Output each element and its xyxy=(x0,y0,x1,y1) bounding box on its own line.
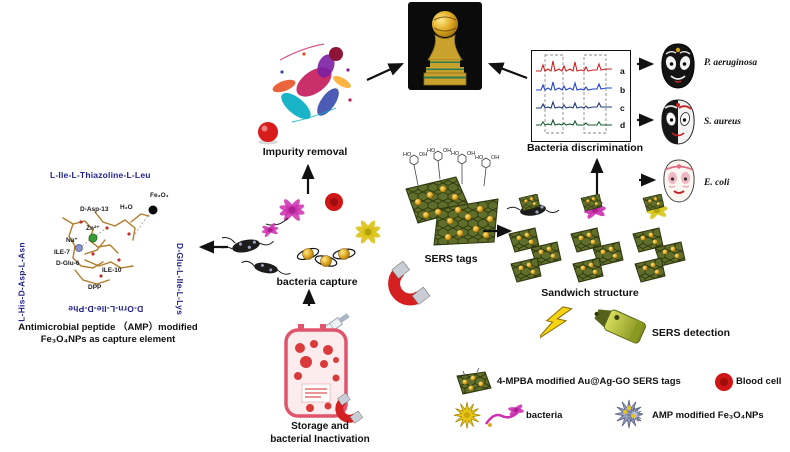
arrow-spectra-to-trophy xyxy=(487,62,528,80)
legend-bacteria-yellow-icon xyxy=(453,401,481,429)
arrow-player-to-trophy xyxy=(366,62,405,82)
impurity-removal-label: Impurity removal xyxy=(262,146,348,158)
gold-np-ring-icon-2 xyxy=(314,255,338,267)
anno-fe3o4: Fe₃O₄ xyxy=(150,192,169,199)
anno-h2o: H₂O xyxy=(120,204,133,211)
anno-dpp: DPP xyxy=(88,284,102,291)
black-bacterium-icon-2 xyxy=(241,260,291,275)
oh-label: OH xyxy=(491,155,499,161)
ho-label: HO xyxy=(403,152,412,158)
laser-device-icon xyxy=(594,309,646,344)
fe3o4-dot xyxy=(148,205,158,215)
anno-ile7: ILE-7 xyxy=(54,249,70,256)
sers-spectra-chart: a b c d xyxy=(536,54,625,134)
sers-spectra-panel: a b c d xyxy=(531,50,631,142)
sodium-ion-dot xyxy=(75,244,83,252)
ho-label: HO xyxy=(451,151,460,157)
legend-amp-np-icon xyxy=(614,399,644,429)
boronic-group-2: HO OH xyxy=(427,148,451,180)
amp-bacterium-magenta-small-icon xyxy=(261,222,279,238)
storage-label-line2: bacterial Inactivation xyxy=(270,434,370,445)
oh-label: OH xyxy=(443,148,451,154)
legend-sers-tag-label: 4-MPBA modified Au@Ag-GO SERS tags xyxy=(497,376,681,387)
anno-na: Na⁺ xyxy=(66,237,78,244)
mask-e-coli-icon xyxy=(663,159,695,203)
sandwich-col-1 xyxy=(506,194,562,283)
legend-sers-tag-icon xyxy=(456,368,492,395)
sandwich-structure-label: Sandwich structure xyxy=(541,287,639,299)
curve-label-d: d xyxy=(620,120,625,130)
legend-bacteria-magenta-icon xyxy=(484,404,524,427)
magnet-small-icon xyxy=(335,392,364,424)
peptide-ring-top: L-Ile-L-Thiazoline-L-Leu xyxy=(50,170,151,180)
legend-bacteria-label: bacteria xyxy=(526,410,563,421)
ho-label: HO xyxy=(475,155,484,161)
s-aureus-label: S. aureus xyxy=(704,117,741,127)
anno-d-glu6: D-Glu-6 xyxy=(56,260,80,267)
bacteria-capture-label: bacteria capture xyxy=(276,276,358,288)
amp-caption: Antimicrobial peptide （AMP）modified Fe₃O… xyxy=(6,322,210,347)
legend-blood-cell-label: Blood cell xyxy=(736,376,782,387)
sandwich-structure-art xyxy=(506,194,686,283)
soccer-player-art xyxy=(258,43,352,145)
amp-caption-line1: Antimicrobial peptide （AMP）modified xyxy=(18,322,198,333)
curve-label-c: c xyxy=(620,103,625,113)
legend-blood-cell-icon xyxy=(715,373,733,391)
amp-structure-panel: L-Ile-L-Thiazoline-L-Leu L-His-D-Asp-L-A… xyxy=(10,168,210,322)
sers-tags-art: HO OH HO OH HO OH HO OH xyxy=(403,148,499,246)
black-bacterium-icon xyxy=(222,237,274,253)
boronic-group-1: HO OH xyxy=(403,152,427,186)
e-coli-label: E. coli xyxy=(704,178,730,188)
oh-label: OH xyxy=(467,151,475,157)
world-cup-trophy xyxy=(408,2,482,90)
gold-np-ring-icon xyxy=(296,247,320,261)
mask-s-aureus-icon xyxy=(661,99,695,145)
sers-detection-label: SERS detection xyxy=(651,327,731,339)
molecule-structure-art xyxy=(62,205,158,285)
blood-bag-art xyxy=(284,313,350,418)
sandwich-col-3 xyxy=(632,194,686,283)
sandwich-col-2 xyxy=(570,194,624,283)
magnet-icon xyxy=(388,260,431,306)
anno-zn: Zn²⁺ xyxy=(86,225,100,232)
peptide-ring-left: L-His-D-Asp-L-Asn xyxy=(16,242,27,322)
bacteria-capture-art xyxy=(222,193,381,275)
p-aeruginosa-label: P. aeruginosa xyxy=(704,58,758,68)
anno-d-asp-13: D-Asp-13 xyxy=(80,206,109,213)
storage-label: Storage and bacterial Inactivation xyxy=(262,420,378,446)
bacteria-discrimination-label: Bacteria discrimination xyxy=(526,142,644,154)
boronic-group-3: HO OH xyxy=(451,151,475,184)
curve-label-a: a xyxy=(620,66,625,76)
lightning-icon xyxy=(540,306,573,341)
mask-p-aeruginosa-icon xyxy=(661,43,695,89)
sers-tags-label: SERS tags xyxy=(424,253,478,265)
amp-caption-line2: Fe₃O₄NPs as capture element xyxy=(40,334,176,346)
gold-np-ring-icon-3 xyxy=(332,248,356,260)
zinc-ion-dot xyxy=(88,233,98,243)
legend-amp-np-label: AMP modified Fe₃O₄NPs xyxy=(652,410,764,421)
curve-label-b: b xyxy=(620,85,625,95)
anno-ile10: ILE-10 xyxy=(102,267,122,274)
ho-label: HO xyxy=(427,148,436,154)
amp-bacterium-magenta-icon xyxy=(265,199,305,226)
storage-label-line1: Storage and xyxy=(291,421,349,432)
amp-bacterium-yellow-icon xyxy=(355,220,381,244)
boronic-group-4: HO OH xyxy=(475,155,499,187)
oh-label: OH xyxy=(419,152,427,158)
